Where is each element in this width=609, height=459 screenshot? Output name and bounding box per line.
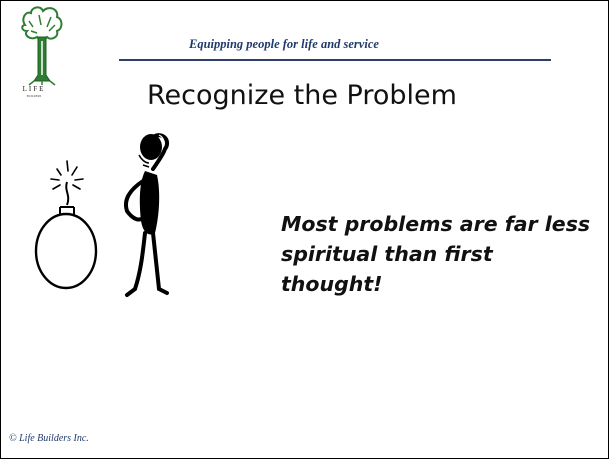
slide-body-text: Most problems are far less spiritual tha… xyxy=(281,212,591,296)
slide-title: Recognize the Problem xyxy=(147,80,457,111)
tagline: Equipping people for life and service xyxy=(189,37,379,51)
header-divider xyxy=(119,59,551,61)
footer-copyright: © Life Builders Inc. xyxy=(9,433,89,444)
logo-wordmark: LIFE xyxy=(22,85,46,93)
tree-logo-icon xyxy=(21,6,63,86)
bomb-and-confused-man-icon xyxy=(34,133,170,297)
logo-subtext: BUILDERS xyxy=(26,94,42,98)
